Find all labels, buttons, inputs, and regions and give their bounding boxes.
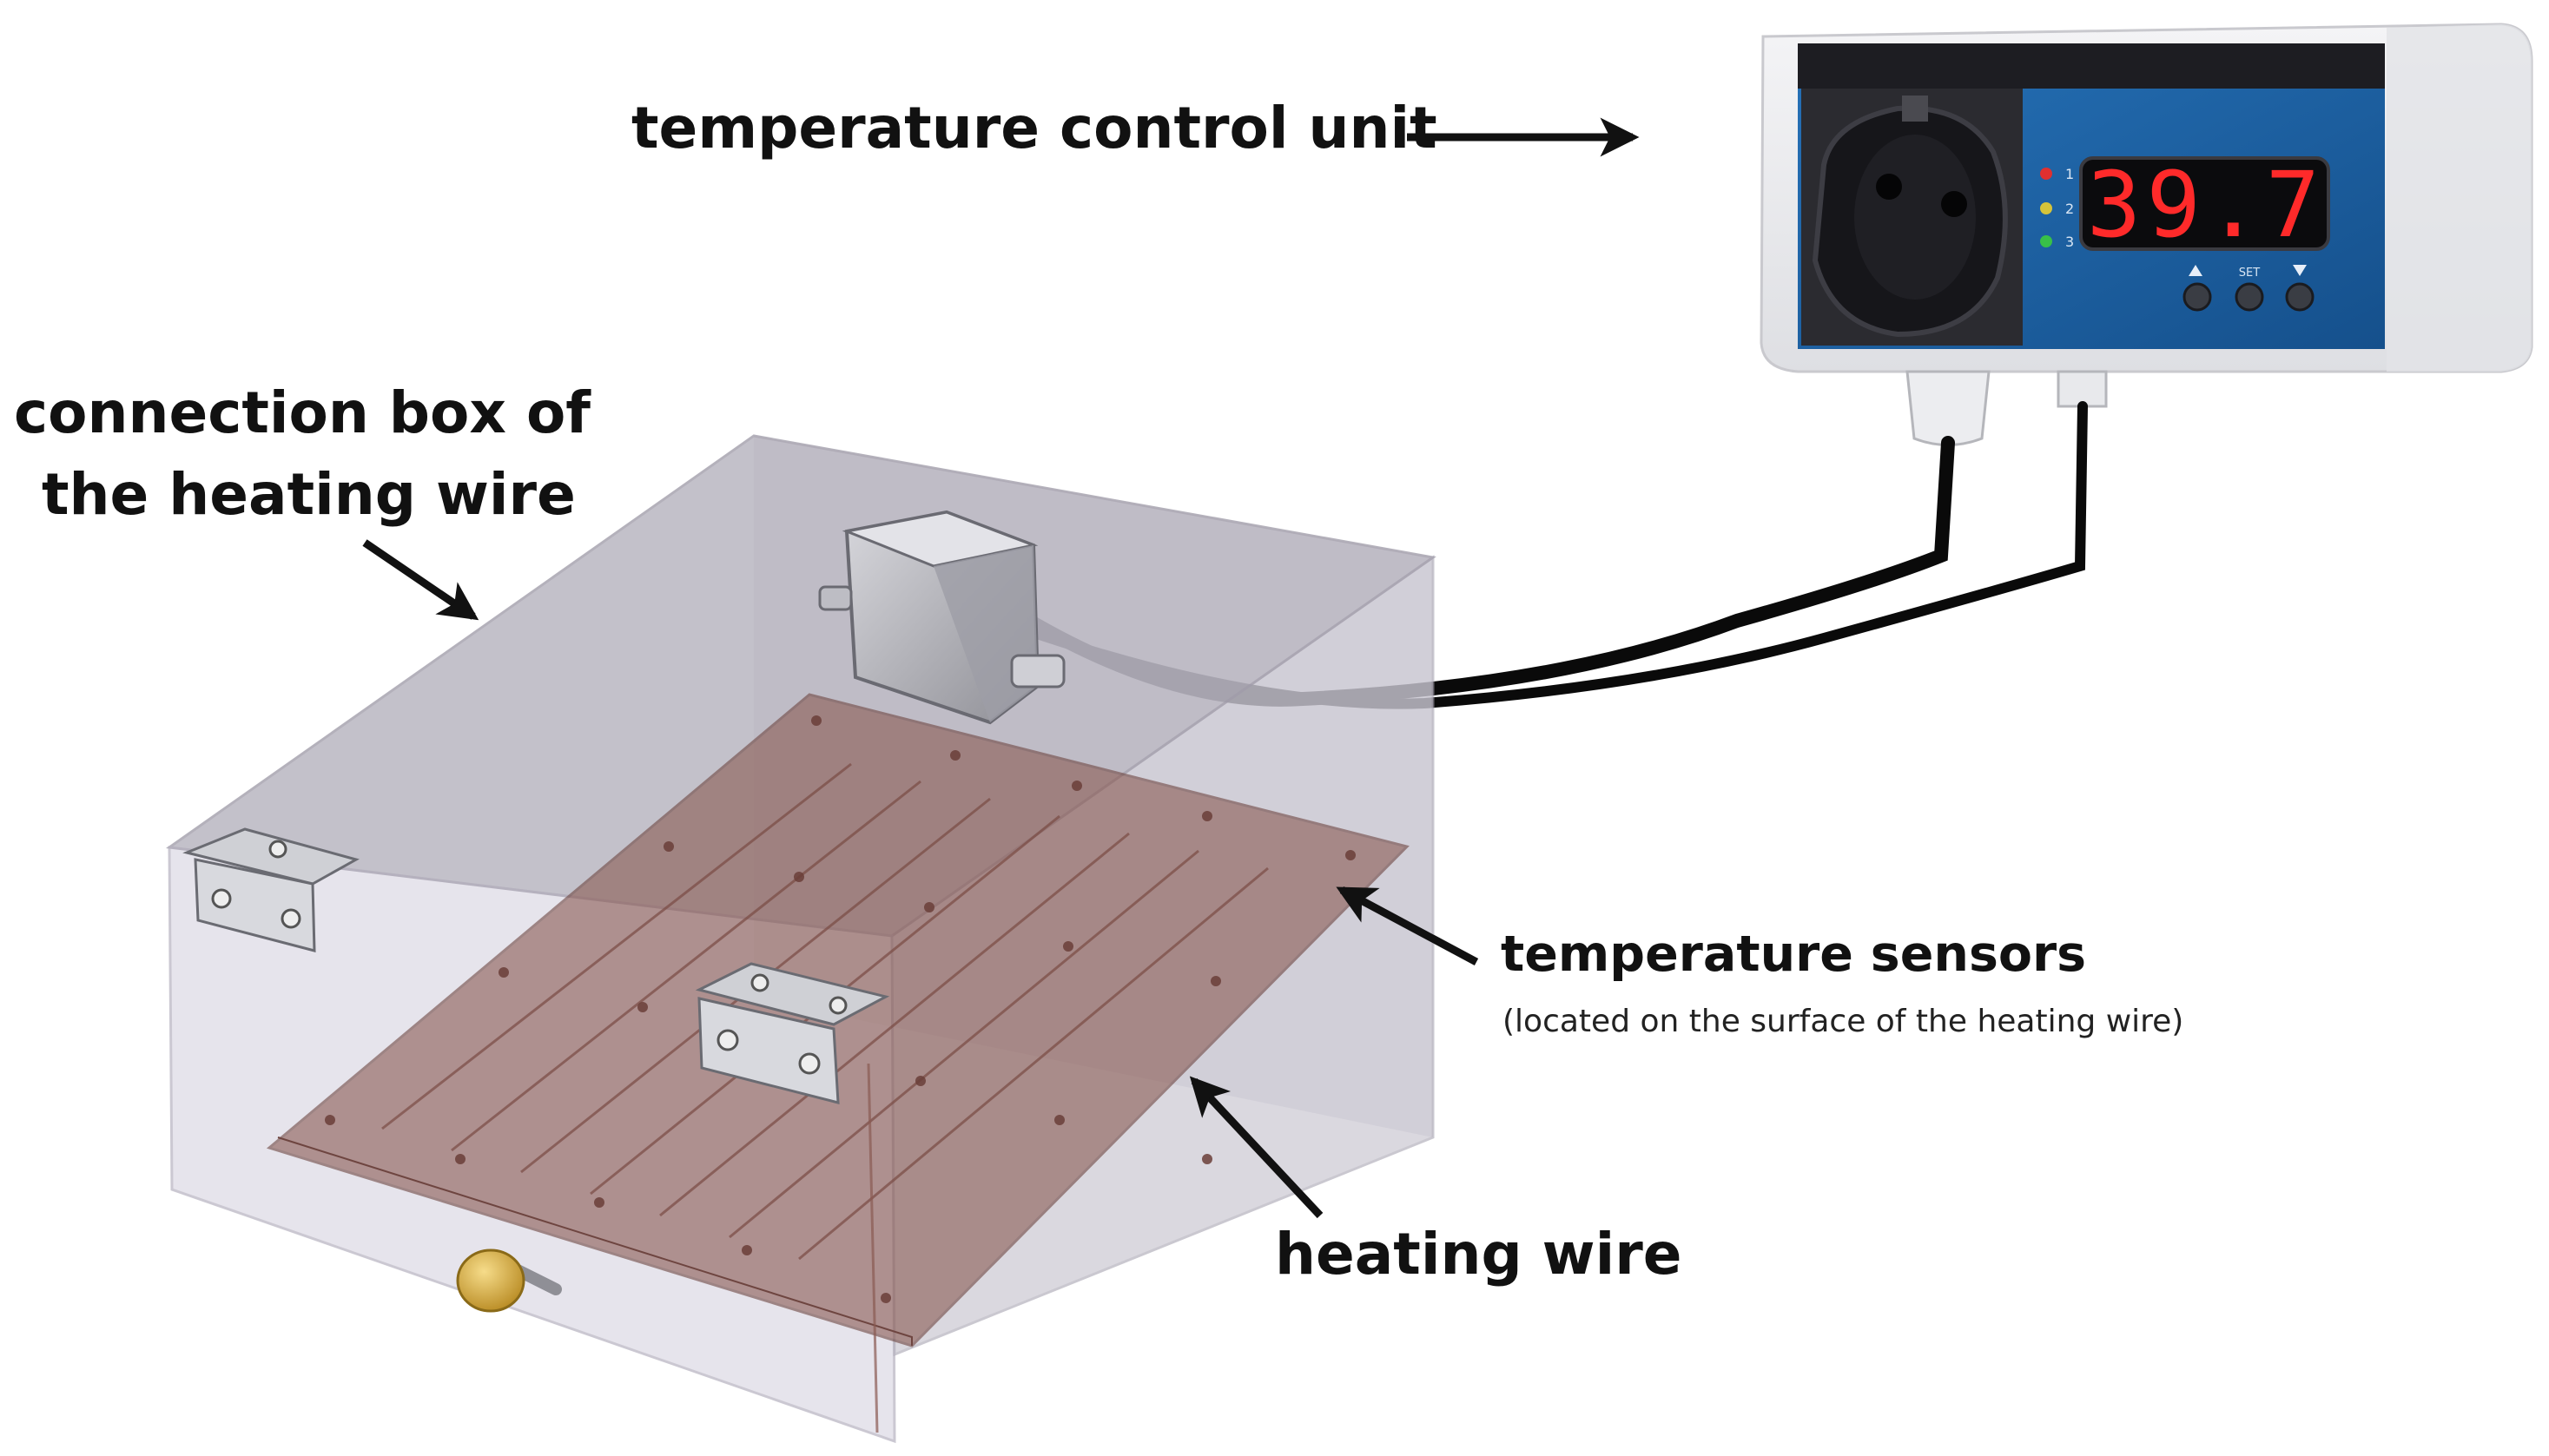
indicator-label-2: 2 (2065, 201, 2074, 217)
arrow-connection-box (365, 543, 473, 616)
set-button[interactable] (2236, 284, 2262, 310)
indicator-label-1: 1 (2065, 166, 2074, 182)
heating-box (169, 436, 1433, 1441)
indicator-label-3: 3 (2065, 234, 2074, 250)
cable-gland-power (1907, 372, 1989, 445)
label-connection-box-line1: connection box of (14, 379, 591, 449)
label-temperature-sensors: temperature sensors (1501, 925, 2086, 985)
label-connection-box-line2: the heating wire (42, 460, 576, 530)
set-label: SET (2239, 267, 2260, 280)
sensor-connector (2058, 372, 2106, 406)
label-sensors-note: (located on the surface of the heating w… (1502, 1004, 2183, 1039)
label-temperature-control-unit: temperature control unit (631, 94, 1437, 164)
temperature-reading: 39.7 (2087, 152, 2325, 258)
down-button[interactable] (2287, 284, 2313, 310)
panel-top-strip (1798, 43, 2385, 89)
label-heating-wire: heating wire (1275, 1220, 1682, 1290)
temperature-control-unit: 1 2 3 39.7 SET (1761, 24, 2532, 445)
up-button[interactable] (2184, 284, 2210, 310)
power-socket-icon (1801, 89, 2023, 346)
